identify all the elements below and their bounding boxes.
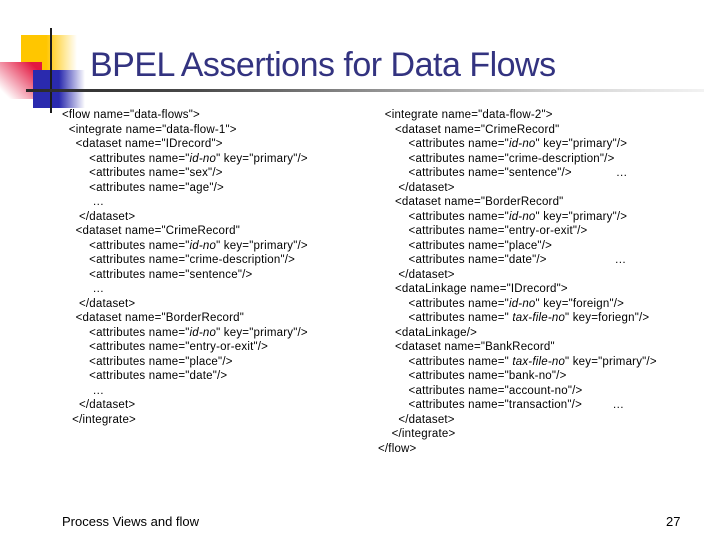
code-line: <attributes name="id-no" key="primary"/> xyxy=(62,152,308,165)
code-line: … xyxy=(62,283,105,295)
code-line: <attributes name="transaction"/> … xyxy=(378,399,625,411)
footer-text: Process Views and flow xyxy=(62,514,200,529)
code-line: … xyxy=(62,384,105,397)
code-line: <dataset name="BorderRecord" xyxy=(378,196,564,208)
code-line: </dataset> xyxy=(62,210,136,223)
code-line: </integrate> xyxy=(378,428,456,440)
code-line: <dataLinkage name="IDrecord"> xyxy=(378,283,568,295)
code-line: <attributes name="id-no" key="primary"/> xyxy=(378,210,628,223)
code-line: <dataset name="CrimeRecord" xyxy=(62,225,240,237)
code-line: <attributes name="id-no" key="primary"/> xyxy=(62,239,308,252)
code-line: <attributes name="id-no" key="foreign"/> xyxy=(378,297,625,310)
code-line: <attributes name="sentence"/> … xyxy=(378,167,628,179)
code-line: </dataset> xyxy=(378,268,455,281)
page-number: 27 xyxy=(666,514,681,529)
code-line: <attributes name=" tax-file-no" key="pri… xyxy=(378,355,657,368)
code-line: <attributes name="date"/> … xyxy=(378,254,627,266)
code-line: <attributes name="crime-description"/> xyxy=(62,254,296,266)
code-line: <attributes name="bank-no"/> xyxy=(378,370,567,382)
code-line: <integrate name="data-flow-2"> xyxy=(378,109,553,121)
code-line: <flow name="data-flows"> xyxy=(62,109,200,121)
code-line: <attributes name="crime-description"/> xyxy=(378,152,615,165)
code-line: </flow> xyxy=(378,442,417,455)
code-line: <dataset name="BorderRecord" xyxy=(62,312,245,324)
code-line: </dataset> xyxy=(378,413,455,426)
code-line: <dataLinkage/> xyxy=(378,326,478,339)
code-line: <attributes name="place"/> xyxy=(378,239,553,252)
slide-title: BPEL Assertions for Data Flows xyxy=(90,46,556,84)
code-line: <attributes name="date"/> xyxy=(62,370,228,382)
code-line: <attributes name="id-no" key="primary"/> xyxy=(378,138,628,150)
code-line: <dataset name="IDrecord"> xyxy=(62,138,223,150)
logo-vertical-line xyxy=(50,28,52,113)
code-line: <attributes name="id-no" key="primary"/> xyxy=(62,326,308,339)
code-line: <attributes name="entry-or-exit"/> xyxy=(378,225,588,237)
code-left-column: <flow name="data-flows"> <integrate name… xyxy=(62,108,308,427)
code-line: … xyxy=(62,196,105,208)
code-line: <attributes name="place"/> xyxy=(62,355,233,368)
code-line: <attributes name=" tax-file-no" key=fori… xyxy=(378,312,650,324)
code-line: <dataset name="CrimeRecord" xyxy=(378,123,560,136)
code-line: <attributes name="account-no"/> xyxy=(378,384,583,397)
code-line: <attributes name="entry-or-exit"/> xyxy=(62,341,269,353)
code-line: </integrate> xyxy=(62,413,136,426)
code-right-column: <integrate name="data-flow-2"> <dataset … xyxy=(378,108,657,456)
code-line: <dataset name="BankRecord" xyxy=(378,341,555,353)
code-line: </dataset> xyxy=(62,297,136,310)
code-line: <attributes name="sentence"/> xyxy=(62,268,253,281)
code-line: </dataset> xyxy=(378,181,455,194)
code-line: </dataset> xyxy=(62,399,136,411)
code-line: <integrate name="data-flow-1"> xyxy=(62,123,237,136)
code-line: <attributes name="age"/> xyxy=(62,181,224,194)
title-separator-line xyxy=(26,89,704,92)
code-line: <attributes name="sex"/> xyxy=(62,167,223,179)
